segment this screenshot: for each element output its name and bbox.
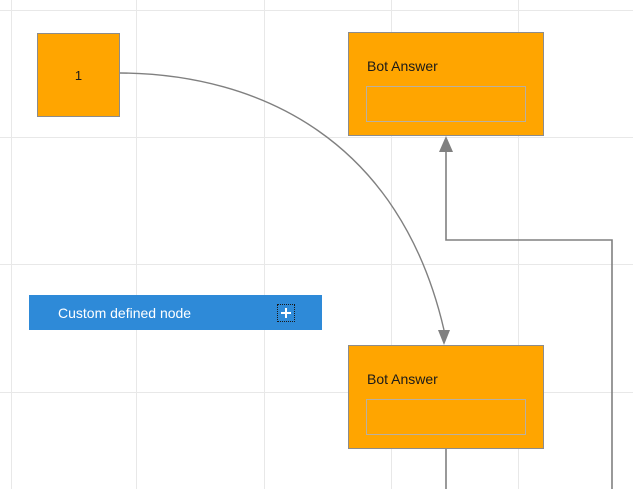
node-bot-answer-bottom[interactable]: Bot Answer <box>348 345 544 449</box>
custom-defined-node-label: Custom defined node <box>58 304 192 321</box>
plus-icon[interactable] <box>277 303 295 322</box>
node-start[interactable]: 1 <box>37 33 120 117</box>
connector-bot-bottom-to-bot-top[interactable] <box>439 136 613 489</box>
node-start-label: 1 <box>74 67 83 83</box>
node-title: Bot Answer <box>367 58 438 74</box>
node-title: Bot Answer <box>367 371 438 387</box>
node-bot-answer-top[interactable]: Bot Answer <box>348 32 544 136</box>
node-answer-slot[interactable] <box>366 399 526 435</box>
connector-start-to-bot-bottom[interactable] <box>119 72 450 345</box>
custom-defined-node-bar[interactable]: Custom defined node <box>29 295 322 330</box>
node-answer-slot[interactable] <box>366 86 526 122</box>
